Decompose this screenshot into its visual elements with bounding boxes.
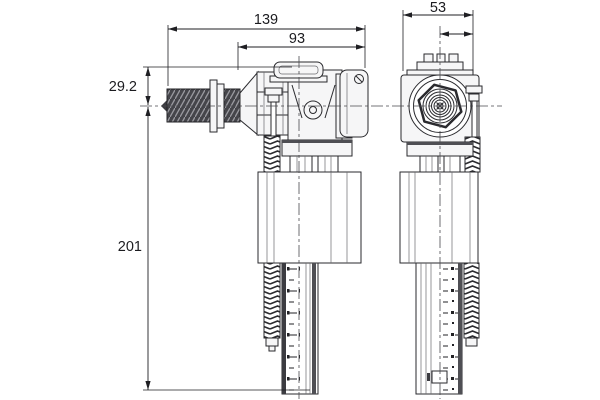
dimension-inlet-axis-offset: 29.2	[109, 67, 151, 105]
neck-block-front	[419, 155, 439, 173]
plastic-nut-outline	[417, 83, 463, 129]
neck-block-front-2	[443, 155, 461, 173]
hose-coil-lower-front	[463, 262, 480, 339]
side-view	[161, 61, 369, 395]
end-cap-screw	[354, 74, 364, 84]
dimension-front-width: 53	[403, 0, 473, 18]
shaft-scale	[287, 264, 300, 392]
dimension-center-to-edge	[440, 31, 473, 37]
locking-clip	[431, 370, 448, 384]
hose-coil-upper	[263, 135, 281, 173]
dim-label-29-2: 29.2	[109, 79, 137, 95]
dim-label-53: 53	[430, 0, 446, 16]
neck-block-2	[317, 155, 339, 173]
dim-label-139: 139	[254, 12, 278, 28]
neck-block	[289, 155, 313, 173]
hose-tip	[265, 337, 279, 347]
dim-label-201: 201	[118, 239, 142, 255]
dimension-overall-length: 139	[168, 12, 365, 32]
dim-label-93: 93	[289, 31, 305, 47]
hose-tip-front	[465, 337, 478, 347]
thread-section-inner	[223, 88, 241, 123]
thread-section-outer	[166, 88, 211, 123]
dimensions: 139 93 53 29.2	[109, 0, 474, 391]
dimension-height-below-axis: 201	[118, 107, 151, 390]
dimension-head-length: 93	[238, 31, 365, 50]
float-cup	[257, 171, 362, 264]
height-adjust-shaft-front	[415, 262, 463, 395]
hose-coil-lower	[263, 262, 281, 339]
adjustment-rod	[264, 87, 283, 137]
cone-washer	[239, 70, 259, 137]
shaft-scale-front	[443, 264, 458, 392]
centerlines	[140, 26, 502, 399]
height-adjust-shaft	[281, 262, 319, 395]
pivot-boss	[303, 100, 323, 120]
front-view	[399, 53, 483, 395]
top-cap	[273, 61, 324, 79]
float-cup-front	[399, 171, 479, 264]
